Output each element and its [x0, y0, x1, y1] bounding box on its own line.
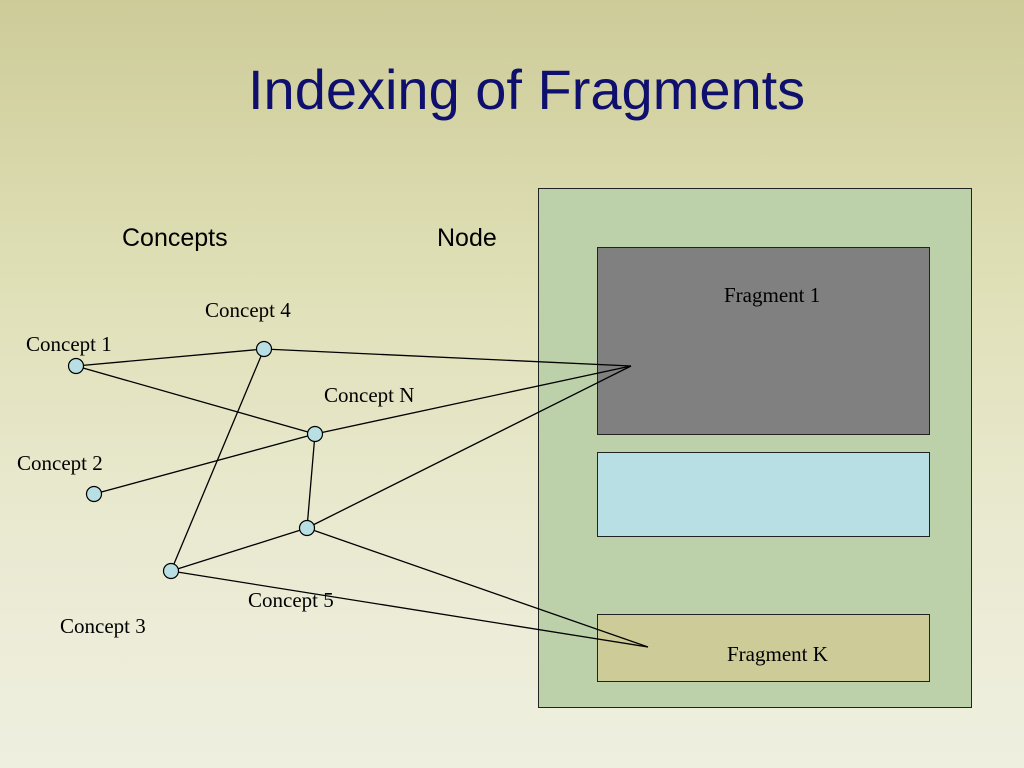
edge-c1-cn — [75, 365, 316, 435]
slide-title: Indexing of Fragments — [248, 58, 806, 121]
node-heading: Node — [437, 224, 497, 252]
concept-4-label: Concept 4 — [205, 298, 291, 322]
fragment-1-box — [597, 247, 930, 435]
fragment-k-box — [597, 614, 930, 682]
edge-c5-fragment_1 — [306, 365, 632, 529]
edge-c2-cn — [93, 433, 316, 495]
edge-c5-c3 — [170, 527, 308, 572]
concept-node-c3 — [162, 562, 180, 580]
edge-cn-fragment_1 — [314, 365, 632, 435]
edge-layer — [75, 348, 649, 648]
node-layer — [67, 340, 324, 580]
concept-node-c4 — [255, 340, 273, 358]
concept-2-label: Concept 2 — [17, 451, 103, 475]
concept-3-label: Concept 3 — [60, 614, 146, 638]
edge-c3-fragment_k — [170, 570, 649, 648]
concept-node-c5 — [298, 519, 316, 537]
edge-c5-fragment_k — [306, 527, 649, 648]
concept-node-c2 — [85, 485, 103, 503]
concept-5-label: Concept 5 — [248, 588, 334, 612]
fragment-1-label: Fragment 1 — [724, 283, 821, 307]
edge-c1-c4 — [75, 348, 265, 367]
edge-c4-fragment_1 — [263, 348, 632, 367]
fragment-middle-box — [597, 452, 930, 537]
concept-node-cn — [306, 425, 324, 443]
edge-cn-c5 — [306, 433, 316, 529]
concept-n-label: Concept N — [324, 383, 415, 407]
concept-node-c1 — [67, 357, 85, 375]
fragment-k-label: Fragment K — [727, 642, 828, 666]
concept-1-label: Concept 1 — [26, 332, 112, 356]
concepts-heading: Concepts — [122, 224, 228, 252]
